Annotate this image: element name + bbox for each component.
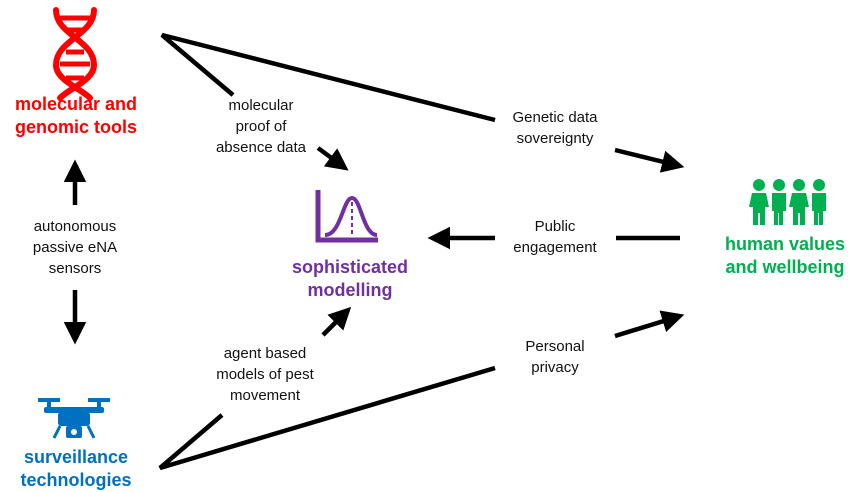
- node-surveillance-technologies: surveillance technologies: [0, 446, 152, 492]
- label-genetic-data-sovereignty: Genetic data sovereignty: [495, 107, 615, 149]
- bell-curve-icon: [315, 190, 378, 243]
- label-privacy-line2: privacy: [531, 359, 579, 376]
- label-autonomous-line1: autonomous: [33, 218, 117, 235]
- label-autonomous-line3: sensors: [48, 260, 102, 277]
- label-autonomous-line2: passive eNA: [32, 239, 118, 256]
- label-proof-line3: absence data: [215, 139, 307, 156]
- node-human-values-wellbeing: human values and wellbeing: [710, 233, 860, 279]
- label-agent-line3: movement: [229, 387, 301, 404]
- drone-icon: [38, 398, 110, 439]
- connector-drone-wedge: [158, 365, 496, 471]
- connector-dna-to-proof: [160, 32, 496, 123]
- node-molecular-genomic-tools: molecular and genomic tools: [0, 93, 152, 139]
- node-human-line2: and wellbeing: [725, 257, 845, 277]
- dna-icon: [52, 7, 98, 101]
- arrow-sovereignty-to-human: [614, 147, 685, 173]
- label-proof-line2: proof of: [235, 118, 287, 135]
- label-personal-privacy: Personal privacy: [495, 336, 615, 378]
- node-molecular-line2: genomic tools: [14, 117, 137, 137]
- label-engagement-line1: Public: [534, 218, 576, 235]
- label-sovereignty-line2: sovereignty: [516, 130, 594, 147]
- label-public-engagement: Public engagement: [495, 216, 615, 258]
- node-surveillance-line2: technologies: [20, 470, 132, 490]
- label-agent-line1: agent based: [223, 345, 307, 362]
- node-modelling-line1: sophisticated: [291, 257, 409, 277]
- arrow-proof-to-modelling: [316, 146, 349, 171]
- label-proof-line1: molecular: [228, 97, 294, 114]
- label-molecular-proof-of-absence: molecular proof of absence data: [196, 95, 326, 158]
- label-sovereignty-line1: Genetic data: [512, 109, 598, 126]
- label-agent-based-models: agent based models of pest movement: [200, 343, 330, 406]
- node-surveillance-line1: surveillance: [23, 447, 129, 467]
- node-human-line1: human values: [724, 234, 846, 254]
- node-molecular-line1: molecular and: [14, 94, 138, 114]
- people-icon: [749, 179, 826, 225]
- arrow-privacy-to-human: [614, 310, 685, 339]
- label-agent-line2: models of pest: [216, 366, 314, 383]
- node-sophisticated-modelling: sophisticated modelling: [275, 256, 425, 302]
- label-privacy-line1: Personal: [525, 338, 585, 355]
- label-engagement-line2: engagement: [513, 239, 597, 256]
- label-autonomous-passive-ena-sensors: autonomous passive eNA sensors: [10, 216, 140, 279]
- arrow-agent-to-modelling: [321, 306, 352, 337]
- node-modelling-line2: modelling: [307, 280, 393, 300]
